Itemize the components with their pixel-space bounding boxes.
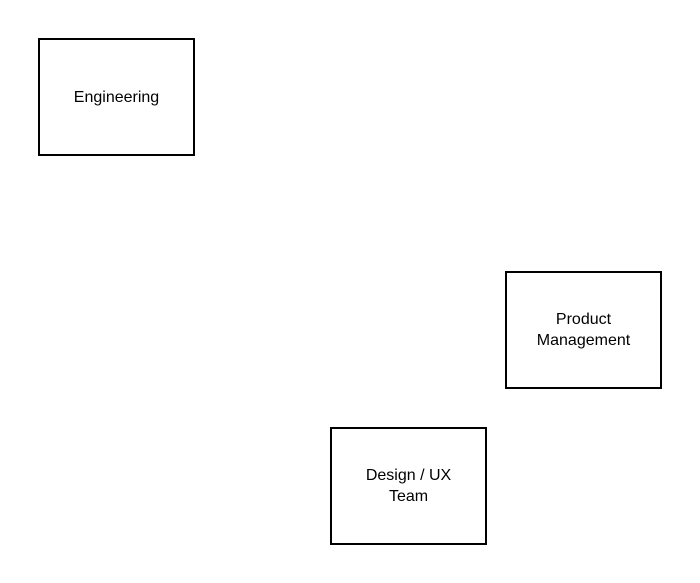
node-label-product-management: Product Management bbox=[536, 311, 631, 349]
node-product-management[interactable]: Product Management bbox=[505, 271, 662, 389]
node-label-design-ux-team: Design / UX Team bbox=[365, 467, 452, 505]
node-engineering[interactable]: Engineering bbox=[38, 38, 195, 156]
node-design-ux-team[interactable]: Design / UX Team bbox=[330, 427, 487, 545]
node-label-engineering: Engineering bbox=[73, 88, 160, 106]
